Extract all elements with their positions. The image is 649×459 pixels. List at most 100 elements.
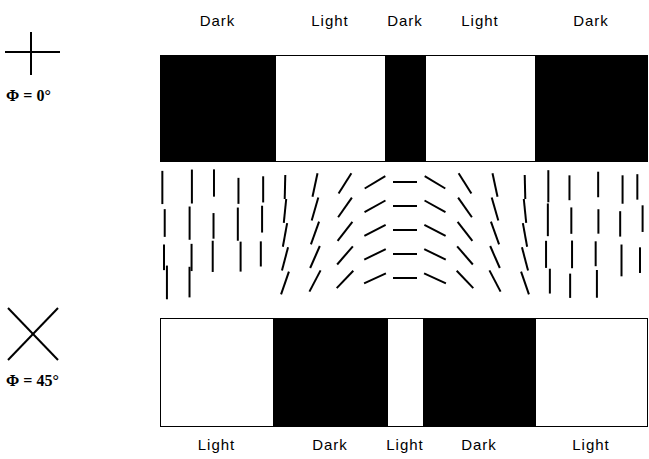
intensity-label: Light (572, 436, 610, 454)
director-line (458, 222, 473, 241)
segment-fill (385, 55, 426, 162)
director-line (597, 209, 599, 233)
segment-fill (535, 55, 648, 162)
director-line (570, 207, 572, 233)
director-line (260, 241, 262, 266)
director-line (309, 270, 320, 291)
director-line (164, 209, 166, 237)
director-line (622, 175, 624, 203)
intensity-label: Dark (200, 12, 236, 30)
director-line (425, 201, 446, 213)
director-line (490, 246, 500, 268)
crossed-polarizers-0 (5, 32, 60, 75)
director-line (312, 173, 317, 196)
director-line (596, 270, 598, 298)
director-line (365, 201, 386, 213)
director-line (549, 269, 551, 294)
director-line (191, 244, 193, 271)
band-segment: Light (425, 12, 535, 162)
director-line (213, 169, 215, 196)
director-line (189, 267, 191, 298)
director-line (262, 176, 264, 202)
director-line (424, 225, 445, 236)
director-line (545, 241, 547, 268)
director-line (166, 266, 168, 300)
band-segment: Light (160, 318, 273, 454)
segment-fill (160, 318, 274, 427)
director-line (310, 246, 320, 268)
director-line (281, 272, 289, 295)
segment-fill (275, 55, 386, 162)
director-line (393, 181, 417, 183)
angle-label: Φ = 0° (6, 87, 51, 105)
director-line (425, 176, 446, 188)
band-segment: Light (387, 318, 423, 454)
intensity-label: Light (198, 436, 236, 454)
segment-fill (273, 318, 388, 427)
director-line (163, 244, 165, 270)
director-line (212, 241, 214, 272)
director-line (339, 173, 352, 193)
director-line (492, 173, 497, 196)
director-field (162, 169, 642, 299)
intensity-label: Light (461, 12, 499, 30)
director-line (569, 274, 571, 298)
director-line (312, 197, 319, 220)
director-line (393, 205, 417, 207)
crossed-polarizers-45 (8, 308, 58, 360)
director-line (597, 172, 599, 198)
director-line (364, 225, 385, 236)
band-segment: Dark (535, 12, 647, 162)
director-line (492, 197, 499, 220)
director-line (393, 229, 417, 231)
director-line (547, 170, 549, 202)
intensity-label: Dark (461, 436, 497, 454)
director-line (636, 174, 638, 199)
segment-fill (387, 318, 424, 427)
director-line (365, 176, 386, 188)
director-line (491, 222, 499, 245)
director-line (311, 222, 319, 245)
director-line (619, 211, 621, 236)
director-line (424, 249, 446, 260)
director-line (457, 246, 473, 264)
angle-label: Φ = 45° (6, 372, 59, 390)
segment-fill (160, 55, 276, 162)
director-line (284, 199, 286, 223)
director-line (189, 207, 191, 240)
director-line (524, 199, 526, 223)
director-line (161, 171, 163, 204)
director-line (547, 203, 549, 236)
director-line (240, 242, 242, 272)
band-segment: Dark (160, 12, 275, 162)
segment-fill (425, 55, 536, 162)
segment-fill (423, 318, 536, 427)
director-line (424, 273, 446, 283)
director-line (337, 246, 353, 264)
director-line (521, 272, 529, 295)
director-line (213, 213, 215, 239)
intensity-label: Dark (387, 12, 423, 30)
band-segment: Light (275, 12, 385, 162)
director-line (338, 198, 352, 218)
director-line (364, 249, 386, 260)
intensity-label: Light (311, 12, 349, 30)
director-line (568, 175, 570, 200)
director-line (522, 247, 528, 270)
director-line (237, 178, 239, 204)
director-line (571, 241, 573, 269)
director-line (282, 247, 288, 270)
director-line (393, 277, 417, 279)
director-line (458, 198, 472, 218)
director-line (639, 247, 641, 273)
band-segment: Dark (273, 318, 387, 454)
segment-fill (535, 318, 648, 427)
director-line (459, 173, 472, 193)
director-line (642, 205, 644, 232)
director-line (457, 271, 474, 288)
director-line (284, 175, 287, 199)
director-line (489, 270, 500, 291)
director-line (191, 170, 193, 204)
director-line (283, 223, 287, 247)
director-line (364, 273, 386, 283)
